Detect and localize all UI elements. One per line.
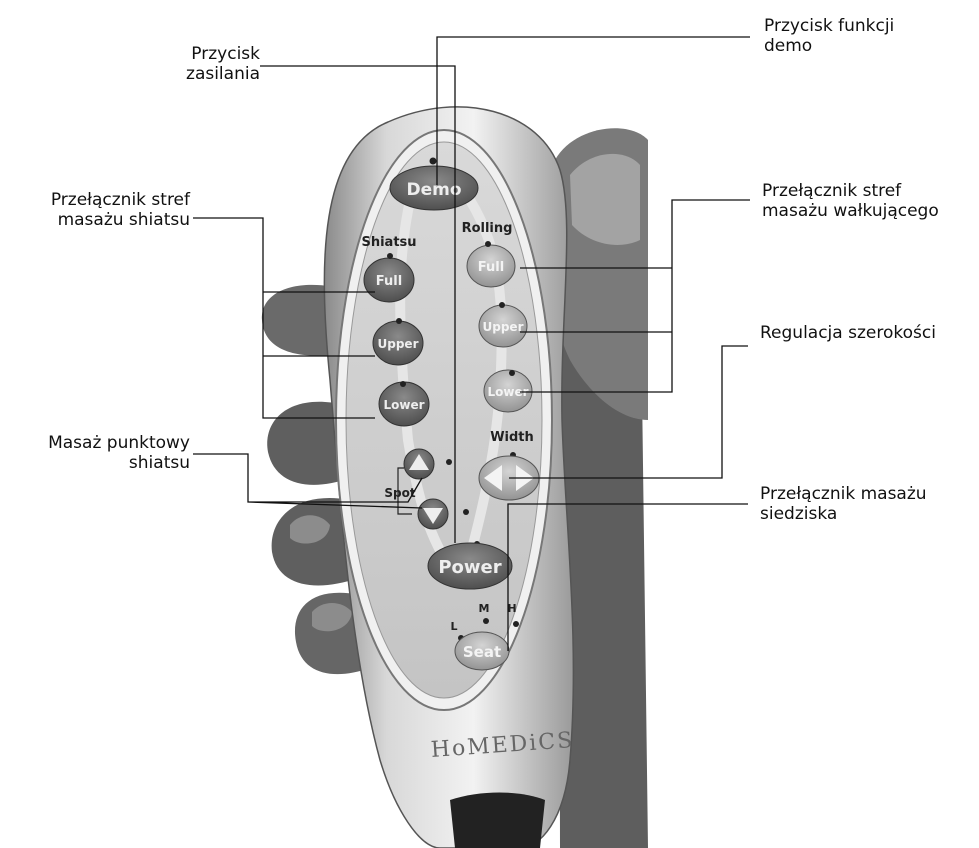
rolling-lower-button[interactable]: Lower bbox=[484, 370, 532, 412]
seat-button-label: Seat bbox=[463, 643, 501, 661]
shiatsu-lower-button[interactable]: Lower bbox=[379, 382, 429, 426]
callout-shiatsu-line1: Przełącznik stref bbox=[0, 190, 190, 210]
callout-rolling-line1: Przełącznik stref bbox=[762, 181, 939, 201]
remote-grip bbox=[450, 793, 545, 848]
rolling-full-led bbox=[485, 241, 491, 247]
spot-up-button[interactable] bbox=[404, 449, 434, 479]
shiatsu-full-led bbox=[387, 253, 393, 259]
rolling-lower-led bbox=[509, 370, 515, 376]
callout-power-line1: Przycisk bbox=[150, 44, 260, 64]
callout-seat-line2: siedziska bbox=[760, 504, 927, 524]
callout-spot-line1: Masaż punktowy bbox=[0, 433, 190, 453]
callout-power: Przycisk zasilania bbox=[150, 44, 260, 84]
callout-width-line1: Regulacja szerokości bbox=[760, 323, 936, 343]
callout-rolling-zones: Przełącznik stref masażu wałkującego bbox=[762, 181, 939, 221]
seat-level-m-label: M bbox=[479, 602, 490, 615]
power-button[interactable]: Power bbox=[428, 543, 512, 589]
width-heading: Width bbox=[490, 430, 534, 445]
spot-down-button[interactable] bbox=[418, 499, 448, 529]
seat-level-h-label: H bbox=[507, 602, 516, 615]
callout-spot-shiatsu: Masaż punktowy shiatsu bbox=[0, 433, 190, 473]
callout-shiatsu-zones: Przełącznik stref masażu shiatsu bbox=[0, 190, 190, 230]
callout-seat: Przełącznik masażu siedziska bbox=[760, 484, 927, 524]
seat-level-l-label: L bbox=[450, 620, 457, 633]
seat-button[interactable]: Seat bbox=[455, 632, 509, 670]
rolling-upper-led bbox=[499, 302, 505, 308]
thumb-nail bbox=[570, 154, 640, 245]
shiatsu-full-label: Full bbox=[376, 274, 402, 289]
shiatsu-heading: Shiatsu bbox=[361, 235, 416, 250]
demo-indicator-led bbox=[430, 158, 437, 165]
callout-seat-line1: Przełącznik masażu bbox=[760, 484, 927, 504]
rolling-full-button[interactable]: Full bbox=[467, 245, 515, 287]
callout-rolling-line2: masażu wałkującego bbox=[762, 201, 939, 221]
power-button-label: Power bbox=[438, 557, 501, 578]
shiatsu-upper-button[interactable]: Upper bbox=[373, 321, 423, 365]
shiatsu-upper-led bbox=[396, 318, 402, 324]
demo-button[interactable]: Demo bbox=[390, 166, 478, 210]
rolling-full-label: Full bbox=[478, 260, 504, 275]
shiatsu-upper-label: Upper bbox=[378, 337, 419, 351]
callout-shiatsu-line2: masażu shiatsu bbox=[0, 210, 190, 230]
seat-level-h-led bbox=[513, 621, 519, 627]
spot-up-led bbox=[446, 459, 452, 465]
callout-width-adjust: Regulacja szerokości bbox=[760, 323, 936, 343]
shiatsu-full-button[interactable]: Full bbox=[364, 258, 414, 302]
spot-label: Spot bbox=[384, 486, 415, 500]
rolling-heading: Rolling bbox=[462, 221, 513, 236]
shiatsu-lower-led bbox=[400, 381, 406, 387]
callout-spot-line2: shiatsu bbox=[0, 453, 190, 473]
callout-demo-line2: demo bbox=[764, 36, 894, 56]
callout-demo: Przycisk funkcji demo bbox=[764, 16, 894, 56]
shiatsu-lower-label: Lower bbox=[383, 398, 424, 412]
rolling-upper-label: Upper bbox=[483, 320, 524, 334]
seat-level-m-led bbox=[483, 618, 489, 624]
spot-down-led bbox=[463, 509, 469, 515]
rolling-upper-button[interactable]: Upper bbox=[479, 305, 527, 347]
demo-button-label: Demo bbox=[406, 180, 461, 200]
callout-power-line2: zasilania bbox=[150, 64, 260, 84]
callout-demo-line1: Przycisk funkcji bbox=[764, 16, 894, 36]
